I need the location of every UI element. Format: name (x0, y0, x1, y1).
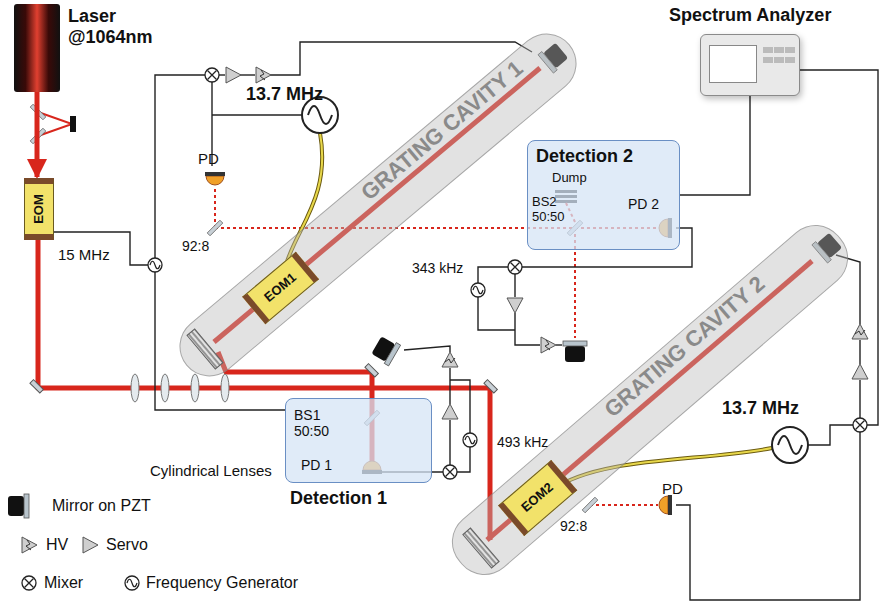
part-label: Cylindrical Lenses (150, 462, 272, 479)
connector (680, 96, 750, 195)
node-title: Detection 2 (536, 146, 633, 167)
part-label: 92:8 (560, 518, 587, 534)
part-label: 493 kHz (497, 434, 548, 450)
node-text: BS2 50:50 (532, 195, 576, 225)
part-label: 13.7 MHz (246, 84, 323, 105)
connector (35, 92, 40, 177)
node-title: Spectrum Analyzer (669, 5, 831, 26)
node-title: GRATING CAVITY 1 (356, 55, 528, 205)
part-label: 13.7 MHz (722, 398, 799, 419)
spectrum-analyzer: Spectrum Analyzer (700, 34, 800, 96)
grating-cavity: GRATING CAVITY 1 EOM1 (167, 21, 589, 388)
part-label: 343 kHz (412, 260, 463, 276)
node-text: PD 2 (628, 196, 659, 212)
node-text: BS1 50:50 (294, 407, 346, 439)
node-title: EOM (32, 194, 47, 224)
analyzer-button (774, 47, 784, 53)
analyzer-button (785, 57, 795, 63)
part-label: 15 MHz (58, 246, 110, 263)
detection-box: Detection 1BS1 50:50PD 1 (285, 398, 432, 483)
part-label: PD (662, 480, 683, 497)
analyzer-button (763, 57, 773, 63)
node-text: Dump (552, 171, 587, 186)
node-title: Laser @1064nm (68, 6, 160, 47)
analyzer-button (774, 57, 784, 63)
legend-text: Servo (106, 536, 148, 554)
legend-text: Mirror on PZT (52, 497, 151, 515)
analyzer-button (785, 47, 795, 53)
part-label: 92:8 (182, 238, 209, 254)
node-title: Detection 1 (290, 488, 387, 509)
node-title: EOM1 (262, 270, 300, 305)
node-text: PD 1 (301, 457, 332, 473)
legend-text: HV (46, 536, 68, 554)
node-title: EOM2 (519, 480, 557, 515)
legend-text: Mixer (44, 574, 83, 592)
eom-modulator: EOM1 (242, 252, 319, 325)
laser-source: Laser @1064nm (14, 4, 60, 92)
part-label: PD (198, 150, 219, 167)
analyzer-screen (709, 45, 757, 83)
detection-box: Detection 2 DumpBS2 50:50 PD 2 (527, 140, 680, 250)
analyzer-button (763, 47, 773, 53)
legend-text: Frequency Generator (146, 574, 298, 592)
eom-modulator: EOM (24, 178, 54, 240)
